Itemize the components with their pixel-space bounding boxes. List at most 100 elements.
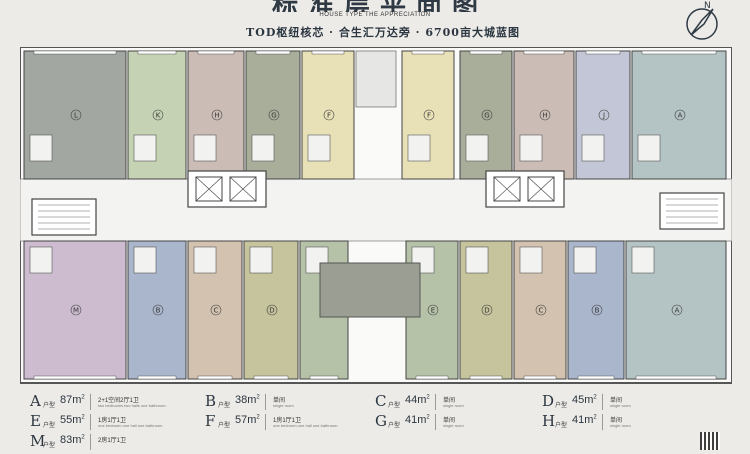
legend-layout: 2+1空间2厅1卫 — [98, 398, 139, 404]
legend-type: 户型 — [388, 423, 401, 429]
legend-layout: 单间 — [610, 398, 623, 404]
legend-layout-en: single room — [443, 423, 464, 428]
unit-bottom-b: B — [127, 240, 187, 380]
legend-layout: 单间 — [273, 398, 286, 404]
legend-divider — [265, 414, 266, 430]
legend-area: 83m2 — [60, 434, 85, 446]
unit-label: H — [542, 112, 547, 120]
legend-type: 户型 — [218, 403, 231, 409]
legend-area: 57m2 — [235, 414, 260, 426]
legend-area: 45m2 — [572, 394, 597, 406]
legend-area: 87m2 — [60, 394, 85, 406]
legend-layout-en: single room — [610, 403, 631, 408]
unit-bottom-a: A — [625, 240, 727, 380]
unit-label: E — [431, 307, 435, 315]
page-subtitle-en: HOUSE TYPE THE APPRECIATION — [319, 12, 431, 18]
unit-top-a: A — [631, 50, 727, 180]
legend-type: 户型 — [218, 423, 231, 429]
unit-bottom-c: C — [513, 240, 567, 380]
legend-divider — [265, 394, 266, 410]
legend-letter: B — [205, 392, 217, 410]
unit-top-f: F — [401, 50, 455, 180]
legend-letter: E — [30, 412, 41, 430]
legend-type: 户型 — [555, 403, 568, 409]
unit-label: L — [74, 112, 78, 120]
unit-label: A — [678, 112, 683, 120]
unit-top-g: G — [459, 50, 513, 180]
unit-bottom-c: C — [187, 240, 243, 380]
unit-label: J — [602, 112, 605, 120]
legend-divider — [602, 394, 603, 410]
unit-top-f: F — [301, 50, 355, 180]
unit-top-j: J — [575, 50, 631, 180]
unit-label: G — [484, 112, 489, 120]
unit-label: K — [156, 112, 161, 120]
bottom-units: MBCDEEDCBA — [23, 240, 727, 380]
unit-bottom-b: B — [567, 240, 625, 380]
legend-area: 41m2 — [405, 414, 430, 426]
legend-layout-en: one bedroom one hall one bathroom — [98, 423, 163, 428]
unit-top-g: G — [245, 50, 301, 180]
unit-label: C — [214, 307, 219, 315]
legend-type: 户型 — [43, 423, 56, 429]
unit-label: F — [427, 112, 431, 120]
elevator-core-right — [485, 170, 565, 208]
unit-label: C — [539, 307, 544, 315]
unit-label: D — [269, 307, 274, 315]
legend-letter: G — [375, 412, 387, 430]
legend-layout: 2房1厅1卫 — [98, 438, 127, 444]
compass-label: N — [704, 1, 711, 11]
legend-divider — [435, 394, 436, 410]
legend-type: 户型 — [43, 443, 56, 449]
corridor — [20, 178, 732, 242]
stairwell-left — [31, 198, 97, 236]
legend-layout-en: two bedrooms two halls one bathroom — [98, 403, 166, 408]
legend-type: 户型 — [43, 403, 56, 409]
legend-letter: D — [542, 392, 555, 410]
legend-divider — [90, 414, 91, 430]
legend-type: 户型 — [388, 403, 401, 409]
legend-layout-en: single room — [610, 423, 631, 428]
legend-letter: M — [30, 432, 46, 450]
legend-divider — [602, 414, 603, 430]
legend-layout-en: single room — [273, 403, 294, 408]
legend-letter: F — [205, 412, 216, 430]
unit-label: G — [271, 112, 276, 120]
unit-label: B — [156, 307, 161, 315]
page-title: 标准层平面图 — [250, 0, 510, 12]
unit-label: F — [327, 112, 331, 120]
stairwell-right — [659, 192, 725, 230]
unit-bottom-d: D — [459, 240, 513, 380]
legend-layout-en: single room — [443, 403, 464, 408]
legend-layout: 1房1厅1卫 — [98, 418, 127, 424]
elevator-core-left — [187, 170, 267, 208]
legend-type: 户型 — [555, 423, 568, 429]
unit-top-l: L — [23, 50, 127, 180]
legend-layout: 单间 — [443, 418, 456, 424]
light-well-bottom — [319, 262, 421, 318]
unit-bottom-d: D — [243, 240, 299, 380]
legend-divider — [90, 394, 91, 410]
legend-layout: 单间 — [610, 418, 623, 424]
unit-label: H — [214, 112, 219, 120]
legend-divider — [435, 414, 436, 430]
unit-top-h: H — [187, 50, 245, 180]
legend-layout: 单间 — [443, 398, 456, 404]
unit-top-h: H — [513, 50, 575, 180]
unit-label: A — [675, 307, 680, 315]
unit-label: D — [484, 307, 489, 315]
legend-letter: A — [30, 392, 41, 410]
legend-letter: H — [542, 412, 556, 430]
project-tagline: TOD枢纽核芯 · 合生汇万达旁 · 6700亩大城蓝图 — [246, 26, 520, 39]
legend-area: 38m2 — [235, 394, 260, 406]
